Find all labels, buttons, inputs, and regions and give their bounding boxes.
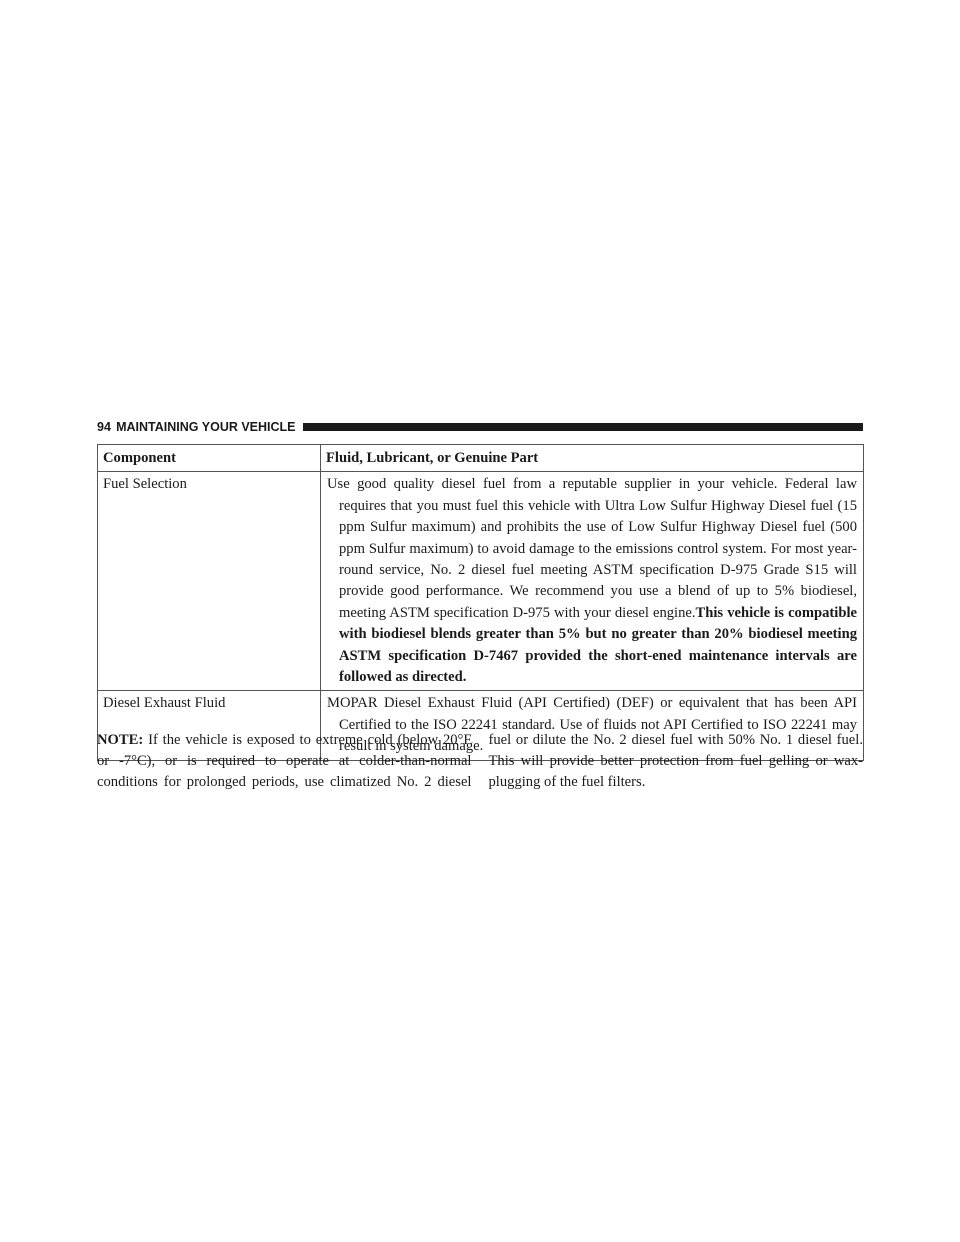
table-row: Fuel Selection Use good quality diesel f… bbox=[97, 471, 864, 692]
table-row: Diesel Exhaust Fluid MOPAR Diesel Exhaus… bbox=[97, 690, 864, 761]
page-number: 94 bbox=[97, 420, 112, 434]
component-cell: Fuel Selection bbox=[97, 471, 321, 692]
note-paragraph: NOTE: If the vehicle is exposed to extre… bbox=[97, 730, 863, 794]
fluid-bold-text: This vehicle is compatible with biodiese… bbox=[339, 604, 857, 686]
component-cell: Diesel Exhaust Fluid bbox=[97, 690, 321, 761]
note-text: If the vehicle is exposed to extreme col… bbox=[97, 732, 863, 791]
fluid-spec-table: Component Fluid, Lubricant, or Genuine P… bbox=[97, 443, 864, 761]
column-header-fluid: Fluid, Lubricant, or Genuine Part bbox=[320, 443, 864, 473]
fluid-text: Use good quality diesel fuel from a repu… bbox=[327, 476, 857, 621]
fluid-cell: MOPAR Diesel Exhaust Fluid (API Certifie… bbox=[320, 690, 864, 761]
table-header-row: Component Fluid, Lubricant, or Genuine P… bbox=[97, 443, 864, 473]
page-header: 94 MAINTAINING YOUR VEHICLE bbox=[97, 418, 863, 436]
header-rule-bar bbox=[302, 423, 863, 431]
column-header-component: Component bbox=[97, 443, 321, 473]
section-title: MAINTAINING YOUR VEHICLE bbox=[116, 420, 296, 434]
fluid-cell: Use good quality diesel fuel from a repu… bbox=[320, 471, 864, 692]
note-label: NOTE: bbox=[97, 732, 144, 748]
